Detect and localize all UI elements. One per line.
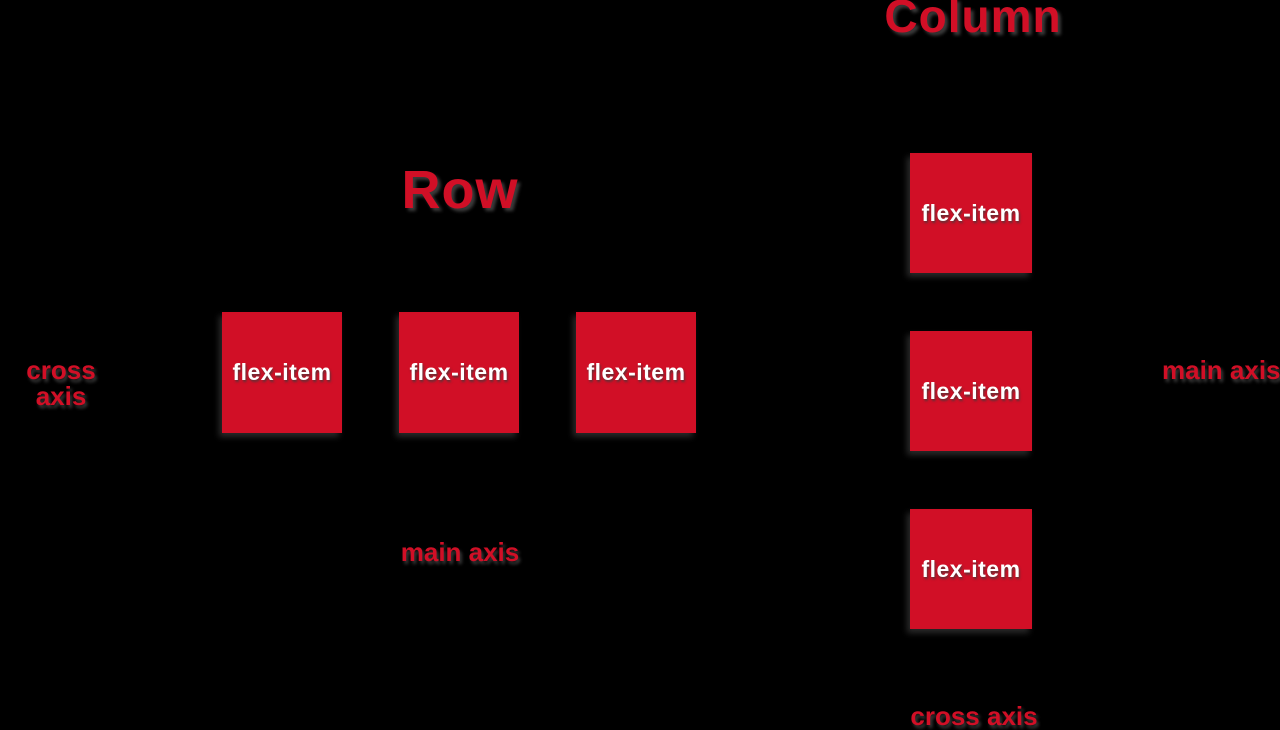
column-section-title: Column xyxy=(884,0,1062,42)
row-main-axis-label: main axis xyxy=(400,537,520,567)
column-flex-item-3: flex-item xyxy=(910,509,1032,629)
column-cross-axis-label: cross axis xyxy=(910,701,1038,730)
row-flex-item-1: flex-item xyxy=(222,312,342,433)
column-flex-item-1: flex-item xyxy=(910,153,1032,273)
column-flex-item-2: flex-item xyxy=(910,331,1032,451)
row-section-title: Row xyxy=(401,160,519,220)
row-cross-axis-label: cross axis xyxy=(26,355,96,411)
row-flex-item-2: flex-item xyxy=(399,312,519,433)
row-flex-item-3: flex-item xyxy=(576,312,696,433)
column-main-axis-label: main axis xyxy=(1162,355,1280,385)
